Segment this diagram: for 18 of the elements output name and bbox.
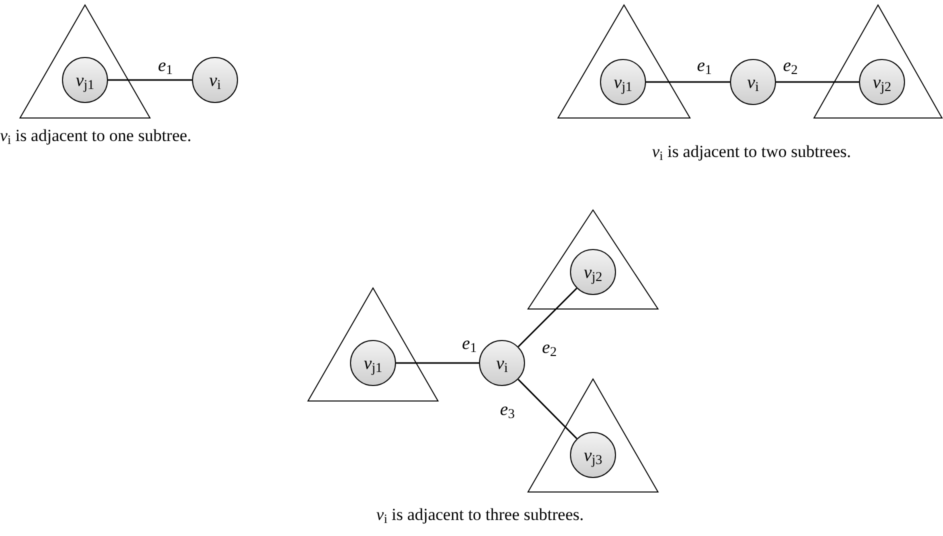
edge-label: e$_{2}$ — [783, 56, 798, 74]
edge-line — [108, 79, 192, 81]
edge-label: e$_{2}$ — [542, 338, 557, 356]
edge-label: e$_{3}$ — [500, 400, 515, 418]
edge-line — [646, 81, 730, 83]
caption: v$_{i}$ is adjacent to one subtree. — [0, 125, 192, 148]
edge-label: e$_{1}$ — [158, 56, 173, 74]
edge-label: e$_{1}$ — [697, 56, 712, 74]
caption: v$_{i}$ is adjacent to three subtrees. — [375, 504, 585, 527]
vertex-label: v$_{i}$ — [496, 354, 508, 372]
edge-line — [518, 378, 578, 440]
edge-line — [518, 288, 578, 348]
edge-label: e$_{1}$ — [462, 334, 477, 352]
edge-line — [776, 81, 859, 83]
caption: v$_{i}$ is adjacent to two subtrees. — [651, 141, 852, 164]
edge-line — [396, 362, 479, 364]
vertex-label: v$_{i}$ — [747, 73, 759, 91]
vertex-label: v$_{i}$ — [209, 71, 221, 89]
